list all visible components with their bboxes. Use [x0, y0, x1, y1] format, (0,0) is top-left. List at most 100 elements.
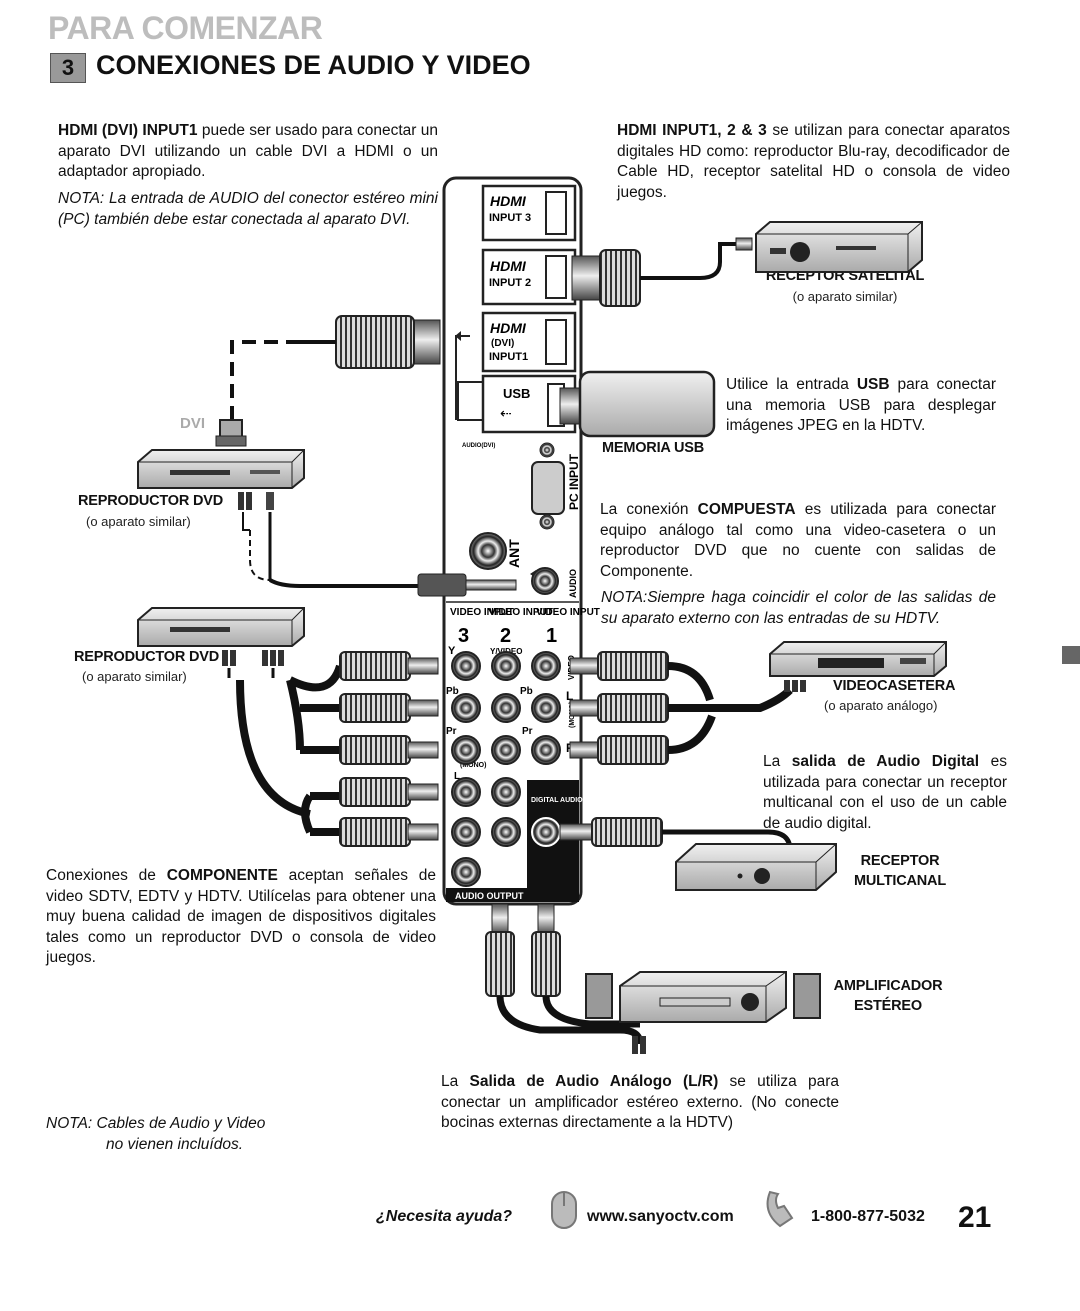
hdmi-dvi-paragraph: HDMI (DVI) INPUT1 puede ser usado para c…	[58, 121, 438, 183]
hdmi-inputs-text: se utilizan para conectar aparatos digit…	[617, 122, 1010, 201]
usb-bold: USB	[856, 376, 890, 393]
component-paragraph: Conexiones de COMPONENTE aceptan señales…	[46, 866, 436, 969]
dvd-player-2	[137, 607, 305, 647]
hdmi-input-1-port: HDMI (DVI) INPUT1	[481, 311, 577, 373]
usb-icon: ⇠	[500, 405, 512, 421]
hdmi-logo-2: HDMI	[490, 258, 527, 274]
audio-label: AUDIO	[568, 569, 578, 598]
hdmi-logo-1: HDMI	[490, 320, 527, 336]
mono-label-2: (MONO)	[460, 762, 486, 769]
vcr-label: VIDEOCASETERA	[833, 678, 956, 694]
digital-audio-cable	[559, 817, 793, 851]
amplifier-label-1: AMPLIFICADOR	[833, 978, 943, 994]
pc-input-port: PC INPUT	[531, 442, 581, 530]
antenna-port: ANT	[469, 532, 522, 570]
input-number-3: 3	[458, 625, 469, 647]
pr-label-3: Pr	[446, 726, 457, 737]
hdmi-dvi-bold: HDMI (DVI) INPUT1	[58, 122, 198, 139]
digital-bold: salida de Audio Digital	[791, 753, 980, 770]
audio-dvi-label: AUDIO(DVI)	[462, 443, 495, 449]
video-input-label-1: VIDEO INPUT	[536, 607, 600, 618]
amplifier-label-2: ESTÉREO	[854, 998, 922, 1014]
composite-bold: COMPUESTA	[697, 501, 796, 518]
dvd2-sub: (o aparato similar)	[82, 669, 187, 684]
step-number-badge: 3	[50, 53, 86, 83]
av-jacks	[451, 651, 561, 887]
satellite-receiver-sub: (o aparato similar)	[792, 289, 898, 304]
vcr-sub: (o aparato análogo)	[824, 698, 938, 713]
note-text: La entrada de AUDIO del conector estéreo…	[58, 190, 438, 228]
hdmi-input-2-port: HDMI INPUT 2	[481, 248, 577, 306]
stereo-amplifier-device	[585, 971, 821, 1023]
video-input-label-2: VIDEO INPUT	[489, 607, 553, 618]
hdmi-inputs-paragraph: HDMI INPUT1, 2 & 3 se utilizan para cone…	[617, 121, 1010, 203]
composite-note: NOTA:Siempre haga coincidir el color de …	[601, 589, 996, 627]
pc-audio-port: AUDIO	[530, 567, 578, 598]
analog-audio-cables	[485, 903, 646, 1054]
input1-label: INPUT1	[489, 351, 528, 363]
dvd-player-1	[137, 449, 305, 489]
y-label: Y	[448, 645, 456, 657]
phone-number[interactable]: 1-800-877-5032	[811, 1208, 925, 1225]
input-number-1: 1	[546, 625, 557, 647]
mouse-icon	[551, 1191, 577, 1229]
hdmi-logo: HDMI	[490, 193, 527, 209]
composite-text: es utilizada para conectar equipo análog…	[600, 501, 996, 580]
dvd1-sub: (o aparato similar)	[86, 514, 191, 529]
ant-label: ANT	[506, 539, 522, 568]
website-link[interactable]: www.sanyoctv.com	[587, 1208, 734, 1225]
pc-input-label: PC INPUT	[567, 453, 581, 510]
pb-label-2: Pb	[520, 686, 533, 697]
analog-text: se utiliza para conectar un amplificador…	[441, 1073, 840, 1131]
usb-pre: Utilice la entrada	[726, 376, 849, 393]
input3-label: INPUT 3	[489, 212, 531, 224]
analog-audio-paragraph: La Salida de Audio Análogo (L/R) se util…	[441, 1072, 839, 1134]
input2-label: INPUT 2	[489, 277, 531, 289]
digital-text: es utilizada para conectar un receptor m…	[763, 753, 1007, 832]
digital-pre: La	[763, 753, 781, 770]
usb-memory-stick	[559, 370, 716, 438]
dvd2-output-plugs	[222, 650, 284, 678]
note-label: NOTA:	[58, 190, 105, 207]
usb-memory-label: MEMORIA USB	[602, 440, 704, 456]
usb-paragraph: Utilice la entrada USB para conectar una…	[726, 375, 996, 437]
dvi-label: DVI	[180, 415, 205, 432]
vcr-device	[769, 641, 947, 692]
page-number: 21	[958, 1201, 992, 1234]
component-text: aceptan señales de video SDTV, EDTV y HD…	[46, 867, 436, 966]
receiver-label-1: RECEPTOR	[860, 853, 940, 869]
dvi-cable: DVI	[180, 315, 441, 447]
pr-label-2: Pr	[522, 726, 533, 737]
component-pre: Conexiones de	[46, 867, 156, 884]
hdmi-cable-satellite	[571, 237, 753, 307]
hdmi-dvi-text: puede ser usado para conectar un aparato…	[58, 122, 438, 180]
dvi-note: NOTA: La entrada de AUDIO del conector e…	[58, 189, 438, 230]
usb-text: para conectar una memoria USB para despl…	[726, 376, 997, 434]
section-title: PARA COMENZAR	[48, 10, 323, 46]
composite-cables	[569, 651, 793, 765]
help-text: ¿Necesita ayuda?	[376, 1208, 513, 1225]
video-input-label-3: VIDEO INPUT	[450, 607, 514, 618]
analog-bold: Salida de Audio Análogo (L/R)	[469, 1073, 719, 1090]
component-cables	[236, 651, 439, 847]
composite-pre: La conexión	[600, 501, 689, 518]
digital-audio-output-label: DIGITAL AUDIO OUTPUT	[531, 797, 614, 804]
satellite-receiver-device	[755, 221, 923, 273]
dvd2-label: REPRODUCTOR DVD	[74, 649, 219, 665]
analog-pre: La	[441, 1073, 459, 1090]
phone-icon	[766, 1190, 794, 1228]
cables-note-2: no vienen incluídos.	[106, 1136, 244, 1153]
page-title: CONEXIONES DE AUDIO Y VIDEO	[96, 50, 531, 80]
usb-port-label: USB	[503, 386, 530, 401]
l-label-1: L	[566, 689, 573, 703]
section-tab	[1062, 646, 1080, 664]
hdmi-inputs-bold: HDMI INPUT1, 2 & 3	[617, 122, 767, 139]
hdmi-input-3-port: HDMI INPUT 3	[481, 184, 577, 242]
dvi-port-label: (DVI)	[491, 338, 514, 349]
pc-audio-cable	[238, 492, 517, 597]
tv-back-panel: HDMI INPUT 3 HDMI INPUT 2 HDMI (DVI) INP…	[442, 176, 614, 906]
pb-label-3: Pb	[446, 686, 459, 697]
digital-audio-paragraph: La salida de Audio Digital es utilizada …	[763, 752, 1007, 834]
audio-output-label: AUDIO OUTPUT	[455, 891, 524, 901]
